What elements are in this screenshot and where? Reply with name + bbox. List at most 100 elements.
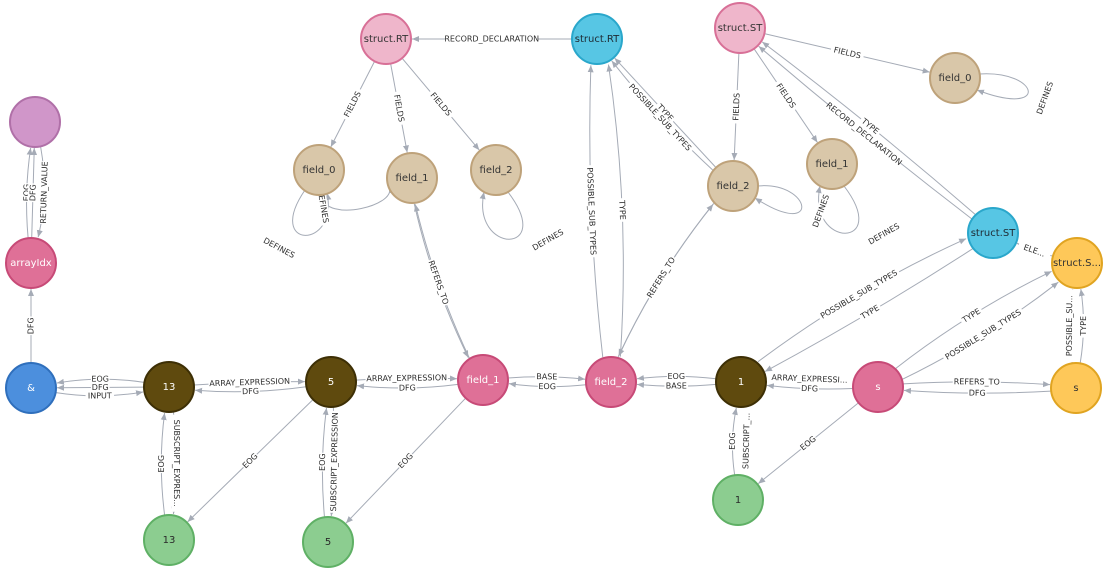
node-circle[interactable] [386, 152, 438, 204]
node-circle[interactable] [806, 138, 858, 190]
node-circle[interactable] [305, 356, 357, 408]
node-st_f2[interactable]: field_2 [707, 160, 759, 212]
edge-e2[interactable]: DFG [27, 147, 39, 239]
edge-e30[interactable]: SUBSCRIPT_... [740, 406, 753, 475]
edge-e32[interactable]: EOG [757, 402, 859, 485]
edge-e16[interactable]: EOG [317, 407, 329, 517]
edge-e50[interactable]: FIELDS [730, 52, 743, 161]
node-circle[interactable] [715, 356, 767, 408]
edge-e36[interactable]: POSSIBLE_SUB_TYPES [902, 281, 1059, 380]
node-circle[interactable] [457, 354, 509, 406]
edge-e45[interactable]: FIELDS [401, 57, 480, 151]
edge-e27[interactable]: REFERS_TO [617, 203, 714, 358]
node-st_f1[interactable]: field_1 [806, 138, 858, 190]
node-lit5g[interactable]: 5 [302, 516, 354, 568]
edge-e31[interactable]: EOG [727, 407, 738, 475]
node-circle[interactable] [929, 52, 981, 104]
node-lit13[interactable]: 13 [143, 361, 195, 413]
edge-e18[interactable]: BASE [507, 371, 586, 382]
node-lit13g[interactable]: 13 [143, 514, 195, 566]
node-field1m[interactable]: field_1 [457, 354, 509, 406]
edge-e41[interactable]: ELE... [1016, 240, 1054, 262]
node-circle[interactable] [1050, 362, 1102, 414]
edge-e24[interactable]: TYPE [606, 64, 628, 357]
edge-e8[interactable]: ARRAY_EXPRESSION [193, 376, 305, 389]
node-circle[interactable] [293, 144, 345, 196]
node-circle[interactable] [585, 356, 637, 408]
edge-e29[interactable]: ARRAY_EXPRESSI... [765, 372, 854, 386]
edge-e7[interactable]: INPUT [55, 390, 144, 402]
node-circle[interactable] [302, 516, 354, 568]
edge-e17[interactable]: EOG [345, 397, 467, 524]
node-circle[interactable] [571, 13, 623, 65]
edge-e19[interactable]: EOG [508, 381, 587, 392]
edge-e51[interactable]: FIELDS [753, 48, 818, 143]
node-circle[interactable] [5, 362, 57, 414]
edge-e6[interactable]: DFG [56, 382, 145, 393]
node-structs_amber[interactable]: struct.S... [1051, 237, 1103, 289]
edge-e38[interactable]: DFG [903, 387, 1052, 399]
edge-e15[interactable]: SUBSCRIPT_EXPRESSION [328, 407, 341, 517]
edge-e25[interactable]: POSSIBLE_SUB_TYPES [584, 65, 604, 358]
edge-e23[interactable]: EOG [636, 371, 717, 382]
node-struct_rt_pink[interactable]: struct.RT [360, 13, 412, 65]
node-rt_f0[interactable]: field_0 [293, 144, 345, 196]
edge-e28[interactable]: DFG [766, 383, 853, 395]
edge-e13[interactable]: ARRAY_EXPRESSION [355, 372, 457, 384]
node-st_f0[interactable]: field_0 [929, 52, 981, 104]
node-lit1[interactable]: 1 [715, 356, 767, 408]
node-circle[interactable] [5, 237, 57, 289]
edge-e12[interactable]: EOG [187, 399, 314, 523]
edge-e44[interactable]: FIELDS [390, 63, 409, 153]
edge-e10[interactable]: SUBSCRIPT_EXPRES... [171, 411, 182, 515]
edge-e9[interactable]: DFG [195, 386, 307, 397]
node-s_ref[interactable]: s [852, 361, 904, 413]
node-circle[interactable] [712, 474, 764, 526]
node-funcnode[interactable] [9, 96, 61, 148]
edge-e3[interactable]: RETURN_VALUE [36, 147, 51, 238]
edge-e55[interactable]: DEFINES [754, 185, 833, 231]
node-circle[interactable] [360, 13, 412, 65]
edge-e22[interactable]: BASE [636, 381, 717, 392]
edge-e43[interactable]: FIELDS [330, 61, 376, 148]
node-lit5[interactable]: 5 [305, 356, 357, 408]
node-circle[interactable] [143, 361, 195, 413]
node-circle[interactable] [707, 160, 759, 212]
node-rt_f1[interactable]: field_1 [386, 152, 438, 204]
edge-e26[interactable]: DFG [618, 203, 715, 357]
edge-e35[interactable]: TYPE [895, 270, 1052, 369]
node-circle[interactable] [714, 2, 766, 54]
edge-e14[interactable]: DFG [356, 382, 459, 394]
node-struct_rt_cyan[interactable]: struct.RT [571, 13, 623, 65]
node-arrayidx[interactable]: arrayIdx [5, 237, 57, 289]
node-circle[interactable] [967, 207, 1019, 259]
edge-e57[interactable]: POSSIBLE_SUB_TYPES [611, 60, 714, 171]
edge-e37[interactable]: REFERS_TO [902, 376, 1051, 388]
edge-e5[interactable]: EOG [56, 374, 145, 385]
node-circle[interactable] [470, 144, 522, 196]
edge-e48[interactable]: DEFINES [479, 191, 568, 254]
node-rt_f2[interactable]: field_2 [470, 144, 522, 196]
node-struct_st_cyan[interactable]: struct.ST [967, 207, 1019, 259]
edge-e21[interactable]: REFERS_TO [414, 204, 470, 359]
edge-e42[interactable]: RECORD_DECLARATION [412, 34, 572, 44]
edge-e40[interactable]: TYPE [1078, 288, 1089, 364]
node-struct_st_pink[interactable]: struct.ST [714, 2, 766, 54]
node-s_var[interactable]: s [1050, 362, 1102, 414]
edge-e39[interactable]: POSSIBLE_SU... [1064, 288, 1075, 364]
edge-e53[interactable]: DEFINES [976, 73, 1057, 118]
edge-e34[interactable]: TYPE [764, 248, 974, 372]
edge-e11[interactable]: EOG [156, 412, 167, 516]
edge-e4[interactable]: DFG [26, 289, 36, 363]
node-circle[interactable] [1051, 237, 1103, 289]
node-circle[interactable] [143, 514, 195, 566]
node-circle[interactable] [852, 361, 904, 413]
edge-e52[interactable]: FIELDS [764, 33, 930, 74]
node-circle[interactable] [9, 96, 61, 148]
edge-e56[interactable]: TYPE [614, 57, 717, 168]
node-lit1g[interactable]: 1 [712, 474, 764, 526]
edge-e33[interactable]: POSSIBLE_SUB_TYPES [757, 238, 967, 363]
node-field2m[interactable]: field_2 [585, 356, 637, 408]
node-amp[interactable]: & [5, 362, 57, 414]
